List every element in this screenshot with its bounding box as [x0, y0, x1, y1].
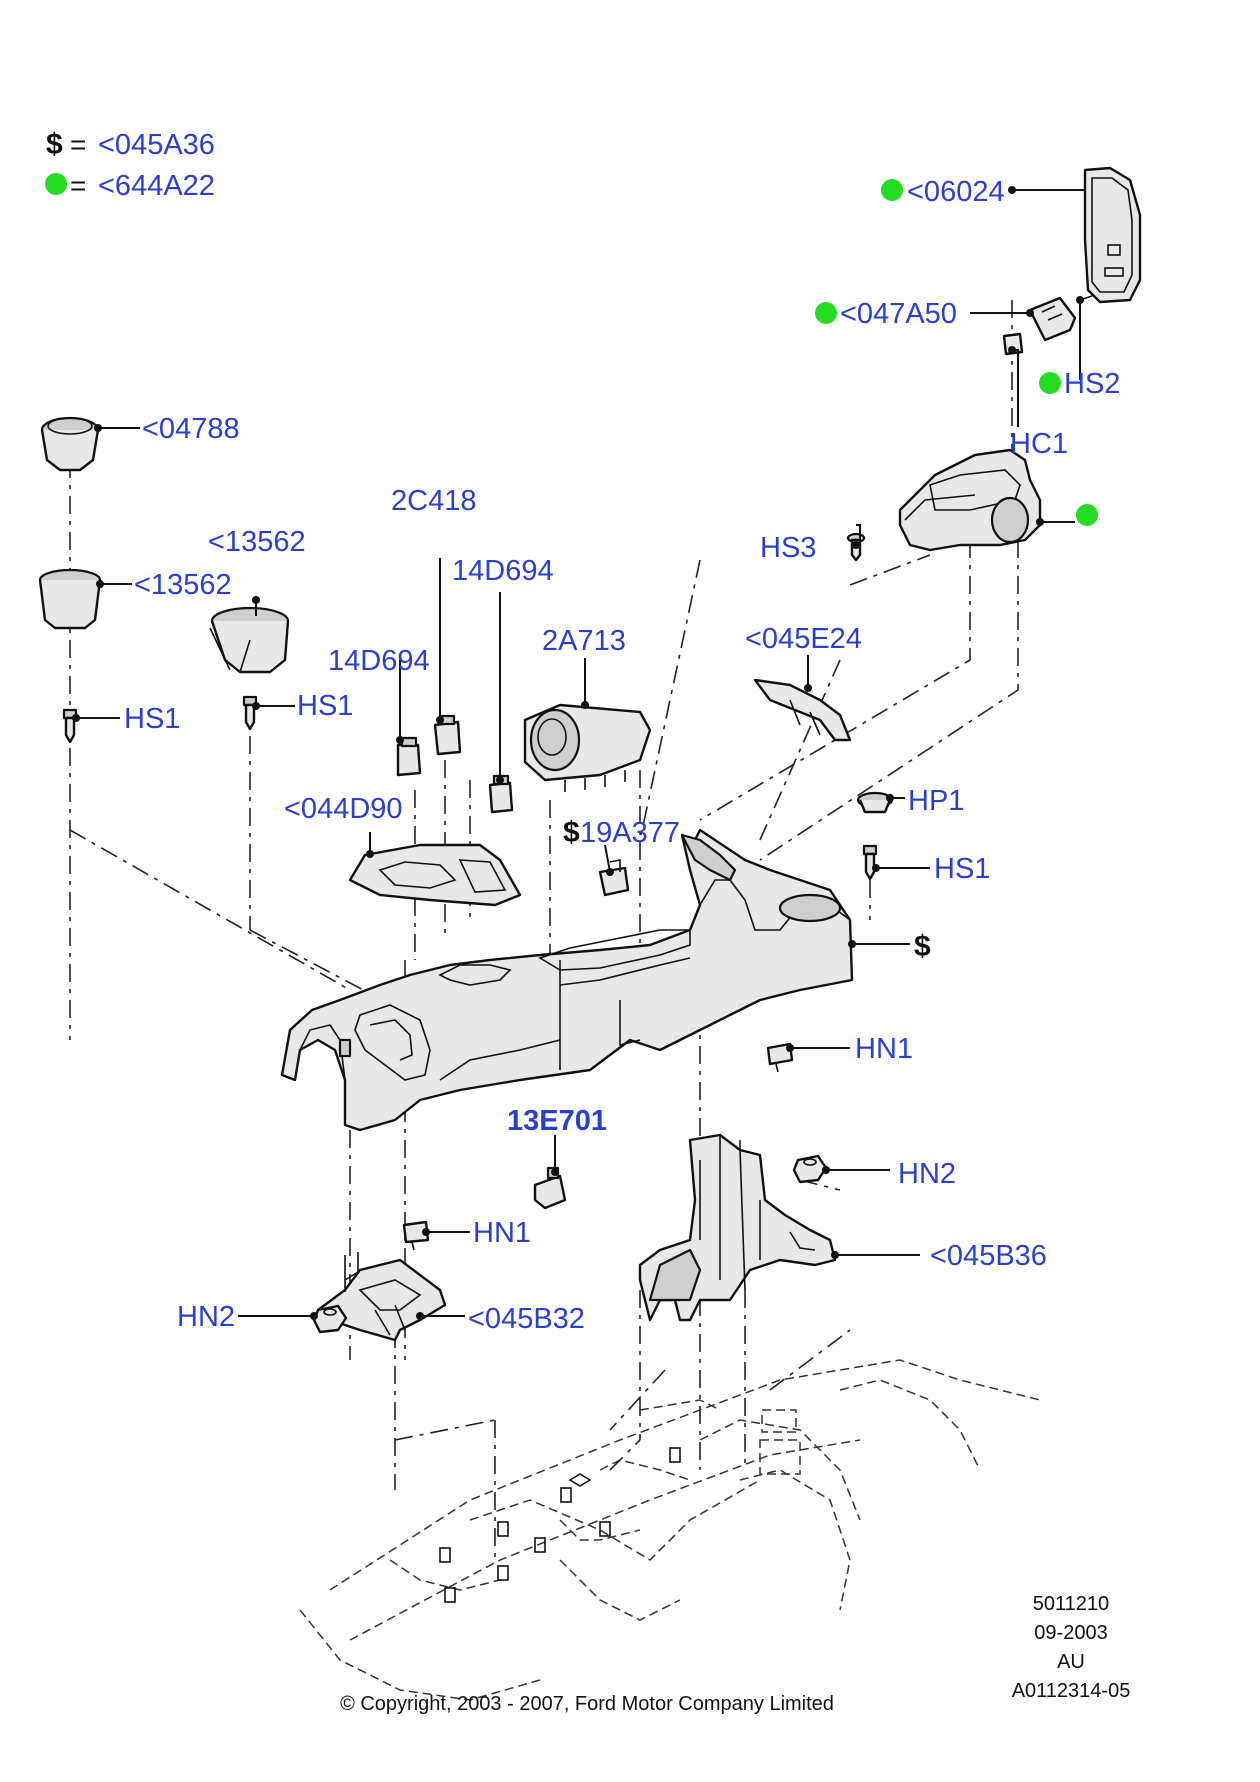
legend-equals-1: = [70, 129, 86, 160]
label-14D694-left: 14D694 [328, 645, 430, 677]
label-hs1-mid: HS1 [297, 690, 353, 722]
cupholder-ring-04788 [40, 416, 100, 472]
label-console-dollar: $ [914, 930, 931, 963]
label-047A50: <047A50 [840, 298, 957, 330]
label-hn2-right: HN2 [898, 1158, 956, 1190]
label-2A713: 2A713 [542, 625, 626, 657]
label-hs3: HS3 [760, 532, 816, 564]
label-hc1: HC1 [1010, 428, 1068, 460]
connector-13E701 [533, 1166, 567, 1210]
label-13562-top: <13562 [208, 526, 306, 558]
green-markers [815, 179, 1098, 526]
green-dot-icon [1076, 504, 1098, 526]
label-045B36: <045B36 [930, 1240, 1047, 1272]
label-13562-left: <13562 [134, 569, 232, 601]
assembly-center-lines [69, 300, 1019, 1560]
legend-dollar-symbol: $ [46, 128, 63, 161]
label-04788: <04788 [142, 413, 240, 445]
callout-labels: <06024 <047A50 HS2 HC1 <04788 <13562 <13… [124, 176, 1120, 1335]
drawing-info-block: 5011210 09-2003 AU A0112314-05 [1012, 1593, 1131, 1702]
label-hp1: HP1 [908, 785, 964, 817]
cupholder-insert-13562-left [38, 568, 102, 630]
green-dot-icon [1039, 372, 1061, 394]
clip-19A377 [598, 859, 630, 897]
armrest-base-644A22 [898, 448, 1042, 552]
label-19A377-dollar: $ [563, 816, 580, 849]
screw-hs1-mid [242, 695, 258, 731]
legend-code-644A22: <644A22 [98, 170, 215, 202]
nut-hn1-right [766, 1042, 794, 1073]
label-hs1-right: HS1 [934, 853, 990, 885]
floor-console [280, 828, 854, 1132]
info-line-3: AU [1057, 1651, 1085, 1673]
armrest-lid-06024 [1083, 166, 1142, 304]
leader-lines [76, 189, 1085, 1317]
label-13E701: 13E701 [507, 1105, 607, 1137]
label-19A377: 19A377 [580, 817, 680, 849]
cupholder-13562-mid [209, 606, 290, 674]
label-045E24: <045E24 [745, 623, 862, 655]
rear-bracket-045B36 [638, 1133, 837, 1322]
info-line-4: A0112314-05 [1012, 1680, 1131, 1702]
legend-equals-2: = [70, 170, 86, 201]
label-hn2-left: HN2 [177, 1301, 235, 1333]
leader-dots [72, 186, 1084, 1320]
floor-pan-outline [299, 1359, 1041, 1701]
label-044D90: <044D90 [284, 793, 403, 825]
nut-hn1-left [402, 1220, 430, 1251]
label-14D694-right: 14D694 [452, 555, 554, 587]
label-hs2: HS2 [1064, 368, 1120, 400]
front-bracket-045B32 [316, 1252, 447, 1342]
bracket-045E24 [753, 678, 852, 742]
nut-hn2-left [312, 1304, 348, 1334]
bezel-044D90 [348, 843, 522, 907]
legend-code-045A36: <045A36 [98, 129, 215, 161]
green-dot-icon [815, 302, 837, 324]
label-hs1-left: HS1 [124, 703, 180, 735]
nut-hn2-right [792, 1154, 828, 1184]
label-2C418: 2C418 [391, 485, 476, 517]
legend: $ = <045A36 = <644A22 [45, 128, 215, 202]
shift-boot-2A713 [523, 703, 652, 792]
screw-hs1-right [862, 844, 878, 881]
hinge-047A50 [1028, 295, 1093, 342]
label-06024: <06024 [907, 176, 1005, 208]
switch-14D694-left [396, 736, 422, 777]
plug-hp1 [856, 791, 894, 814]
label-hn1-left: HN1 [473, 1217, 531, 1249]
label-045B32: <045B32 [468, 1303, 585, 1335]
switch-2C418 [433, 714, 462, 756]
copyright-notice: © Copyright, 2003 - 2007, Ford Motor Com… [340, 1693, 834, 1715]
legend-green-dot-icon [45, 173, 67, 195]
info-line-2: 09-2003 [1034, 1622, 1107, 1644]
green-dot-icon [881, 179, 903, 201]
label-hn1-right: HN1 [855, 1033, 913, 1065]
info-line-1: 5011210 [1033, 1593, 1109, 1615]
